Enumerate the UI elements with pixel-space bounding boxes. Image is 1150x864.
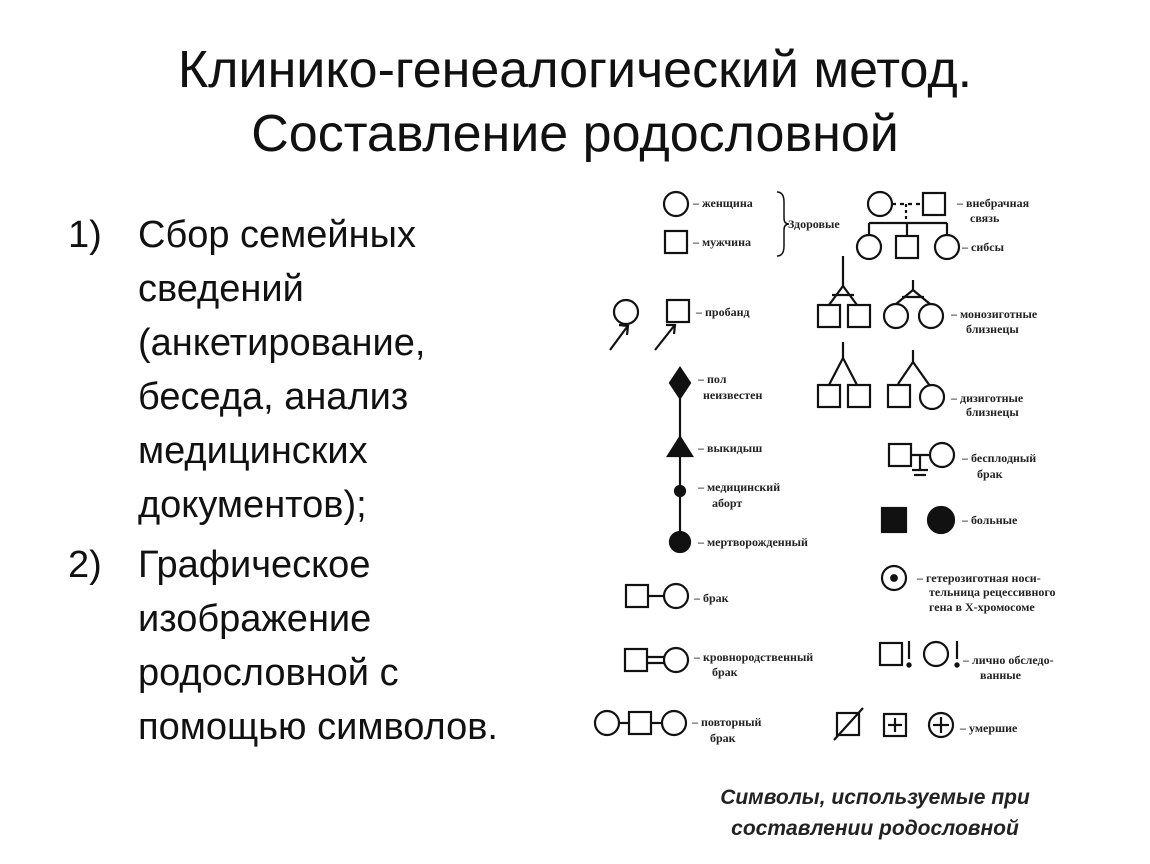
- label-carrier-1: – гетерозиготная носи-: [916, 571, 1041, 585]
- label-proband: – пробанд: [695, 305, 750, 319]
- list-item-number: 2): [68, 544, 102, 586]
- list-item-number: 1): [68, 214, 102, 256]
- list-item-line: медицинских: [138, 430, 368, 472]
- list-item-line: Графическое: [138, 544, 371, 586]
- label-monozygotic-1: – монозиготные: [950, 307, 1038, 321]
- woman-circle-icon: [662, 190, 690, 218]
- label-siblings: – сибсы: [961, 240, 1005, 254]
- repeated-marriage-icon: [593, 709, 688, 737]
- label-miscarriage: – выкидыш: [697, 441, 762, 455]
- label-carrier-3: гена в Х-хромосоме: [929, 600, 1035, 614]
- label-infertile-1: – бесплодный: [961, 451, 1036, 465]
- label-sex-unknown-2: неизвестен: [703, 388, 762, 402]
- man-square-icon: [663, 229, 689, 255]
- siblings-icon: [855, 221, 961, 261]
- steps-list: 1) Сбор семейных сведений (анкетирование…: [68, 208, 568, 760]
- list-item-line: изображение: [138, 598, 372, 640]
- label-carrier-2: тельница рецессивного: [929, 585, 1056, 599]
- list-item-1: 1) Сбор семейных сведений (анкетирование…: [68, 208, 568, 532]
- list-item-line: сведений: [138, 268, 304, 310]
- medical-abortion-dot-icon: [673, 484, 687, 498]
- examined-male-icon: [878, 641, 912, 668]
- label-deceased: – умершие: [959, 721, 1018, 735]
- label-examined-1: – лично обследо-: [962, 653, 1054, 667]
- label-monozygotic-2: близнецы: [966, 322, 1019, 336]
- healthy-brace-icon: [776, 191, 790, 257]
- label-extramarital-2: связь: [970, 211, 1000, 225]
- label-stillborn: – мертворожденный: [697, 535, 808, 549]
- label-infertile-2: брак: [977, 467, 1003, 481]
- pedigree-symbols-diagram: – женщина – мужчина Здоровые – пробанд –…: [593, 190, 1056, 745]
- deceased-crossed-square-icon: [833, 707, 864, 741]
- miscarriage-triangle-icon: [666, 434, 694, 458]
- label-dizygotic-1: – дизиготные: [950, 391, 1024, 405]
- caption-line-1: Символы, используемые при: [720, 786, 1030, 809]
- caption-line-2: составлении родословной: [731, 817, 1019, 840]
- page-title: Клинико-генеалогический метод. Составлен…: [0, 38, 1150, 166]
- label-man: – мужчина: [692, 235, 751, 249]
- stillborn-filled-circle-icon: [668, 530, 692, 554]
- list-item-2: 2) Графическое изображение родословной с…: [68, 538, 568, 754]
- label-consanguineous-1: – кровнородственный: [693, 650, 813, 664]
- examined-female-icon: [922, 640, 960, 668]
- list-item-line: помощью символов.: [138, 706, 498, 748]
- label-marriage: – брак: [693, 591, 729, 605]
- list-item-line: Сбор семейных: [138, 214, 416, 256]
- title-line-2: Составление родословной: [251, 105, 899, 163]
- label-repeated-1: – повторный: [691, 715, 761, 729]
- label-extramarital-1: – внебрачная: [956, 196, 1030, 210]
- list-item-line: (анкетирование,: [138, 322, 426, 364]
- list-item-line: документов);: [138, 484, 367, 526]
- sick-female-filled-circle-icon: [926, 505, 956, 535]
- extramarital-relationship-icon: [866, 190, 947, 223]
- dizygotic-twins-male-icon: [816, 342, 872, 409]
- list-item-line: беседа, анализ: [138, 376, 409, 418]
- label-abortion-2: аборт: [712, 496, 742, 510]
- monozygotic-twins-female-icon: [882, 280, 945, 330]
- label-sex-unknown-1: – пол: [697, 372, 727, 386]
- monozygotic-twins-male-icon: [816, 256, 872, 329]
- proband-male-icon: [654, 298, 691, 351]
- dizygotic-twins-mixed-icon: [886, 350, 946, 411]
- consanguineous-marriage-icon: [623, 646, 690, 674]
- diagram-caption: Символы, используемые при составлении ро…: [650, 782, 1100, 844]
- list-item-line: родословной с: [138, 652, 399, 694]
- label-sick: – больные: [961, 513, 1018, 527]
- label-consanguineous-2: брак: [712, 665, 738, 679]
- sex-unknown-diamond-icon: [668, 366, 692, 400]
- label-examined-2: ванные: [980, 668, 1022, 682]
- marriage-icon: [624, 582, 690, 610]
- proband-female-icon: [609, 298, 640, 351]
- label-repeated-2: брак: [710, 731, 736, 745]
- label-dizygotic-2: близнецы: [966, 405, 1019, 419]
- label-abortion-1: – медицинский: [697, 480, 780, 494]
- heterozygous-carrier-icon: [880, 564, 908, 592]
- infertile-marriage-icon: [887, 441, 956, 477]
- deceased-plus-square-icon: [882, 712, 908, 738]
- label-healthy: Здоровые: [788, 217, 840, 231]
- title-line-1: Клинико-генеалогический метод.: [177, 41, 973, 99]
- label-woman: – женщина: [692, 196, 753, 210]
- sick-male-filled-square-icon: [880, 506, 908, 534]
- deceased-plus-circle-icon: [927, 711, 955, 739]
